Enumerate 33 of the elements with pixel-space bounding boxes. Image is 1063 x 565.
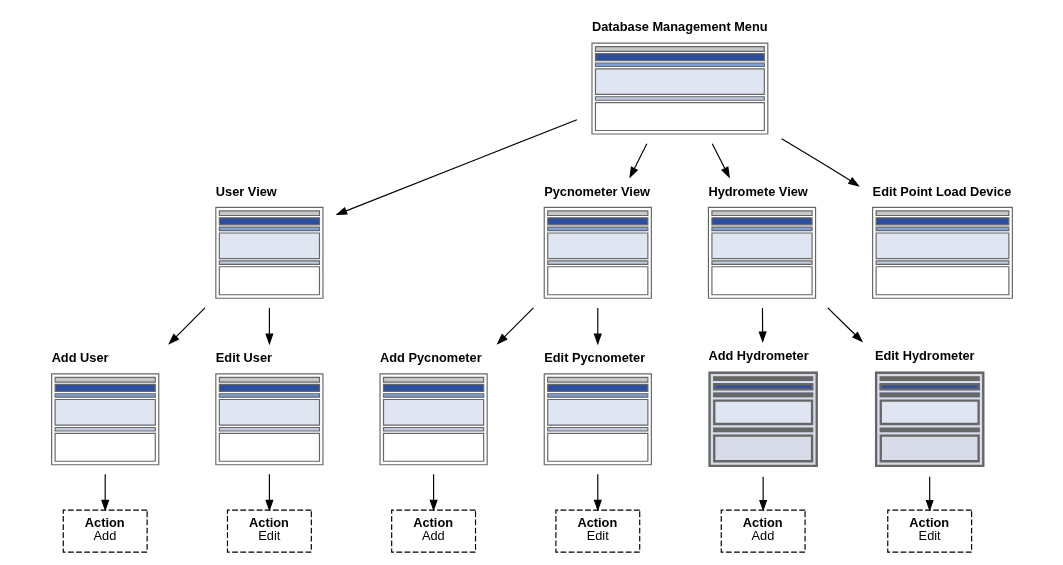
arrow bbox=[264, 473, 273, 512]
node-label: Edit User bbox=[215, 350, 272, 366]
arrow bbox=[758, 307, 767, 344]
node-label: Edit Hydrometer bbox=[874, 347, 975, 363]
node-box: Action Add bbox=[62, 509, 148, 553]
arrow bbox=[826, 307, 863, 343]
node-label: Database Management Menu bbox=[591, 19, 768, 35]
arrow bbox=[780, 138, 860, 187]
node-label: Add User bbox=[51, 350, 109, 366]
node-box: Action Add bbox=[390, 509, 476, 553]
arrow bbox=[429, 473, 438, 512]
node-label: Add Hydrometer bbox=[707, 347, 809, 363]
arrow bbox=[593, 307, 602, 346]
arrow bbox=[711, 143, 730, 179]
node-label: Edit Pycnometer bbox=[543, 350, 645, 366]
node-label: Edit Point Load Device bbox=[872, 183, 1011, 199]
node-box: Action Edit bbox=[226, 509, 312, 553]
arrow bbox=[593, 473, 602, 512]
arrow bbox=[758, 476, 767, 512]
arrow bbox=[628, 143, 647, 179]
arrow bbox=[335, 119, 577, 216]
arrow bbox=[496, 307, 534, 345]
node-box: Action Edit bbox=[886, 509, 972, 553]
arrow bbox=[167, 307, 206, 345]
node-box: Action Add bbox=[720, 509, 806, 553]
node-label: Hydromete View bbox=[707, 183, 808, 199]
arrow bbox=[264, 307, 273, 346]
arrow bbox=[100, 473, 109, 512]
node-label: Add Pycnometer bbox=[379, 350, 482, 366]
node-label: Pycnometer View bbox=[543, 183, 650, 199]
node-label: User View bbox=[215, 183, 277, 199]
arrow bbox=[925, 476, 934, 512]
node-box: Action Edit bbox=[554, 509, 640, 553]
